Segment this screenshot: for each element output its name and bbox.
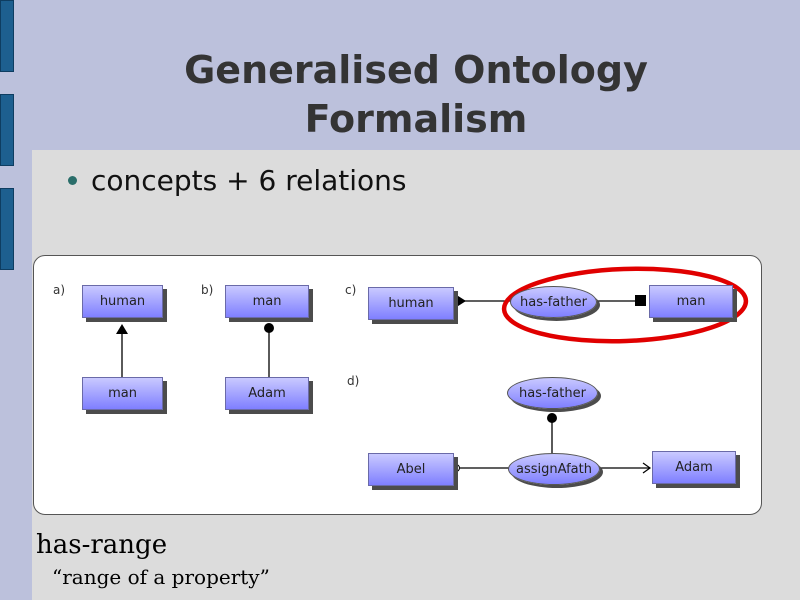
slide-title-line-2: Formalism: [304, 97, 528, 141]
bullet-icon: [68, 176, 77, 185]
bullet-text: concepts + 6 relations: [91, 164, 407, 197]
footer-definition: “range of a property”: [52, 565, 270, 589]
footer-term: has-range: [36, 530, 168, 560]
concept-node: man: [82, 377, 163, 410]
panel-label-b: b): [201, 283, 214, 297]
panel-label-d: d): [347, 374, 360, 388]
left-decoration-bar: [0, 0, 32, 600]
bullet-item: concepts + 6 relations: [68, 164, 407, 197]
instance-node: Adam: [225, 377, 309, 410]
concept-node: man: [225, 285, 309, 318]
relation-node: has-father: [507, 377, 598, 409]
concept-node: human: [82, 285, 163, 318]
panel-label-a: a): [53, 283, 66, 297]
decoration-tab: [0, 0, 14, 72]
concept-node: man: [649, 285, 733, 318]
decoration-tab: [0, 94, 14, 166]
instance-node: Adam: [652, 451, 736, 484]
relation-instance-node: assignAfath: [508, 453, 600, 485]
concept-node: human: [368, 287, 454, 320]
relation-node: has-father: [510, 286, 597, 318]
slide-title-line-1: Generalised Ontology: [184, 48, 648, 92]
decoration-tab: [0, 188, 14, 270]
instance-node: Abel: [368, 453, 454, 486]
panel-label-c: c): [345, 283, 357, 297]
slide-title: Generalised Ontology Formalism: [32, 0, 800, 150]
